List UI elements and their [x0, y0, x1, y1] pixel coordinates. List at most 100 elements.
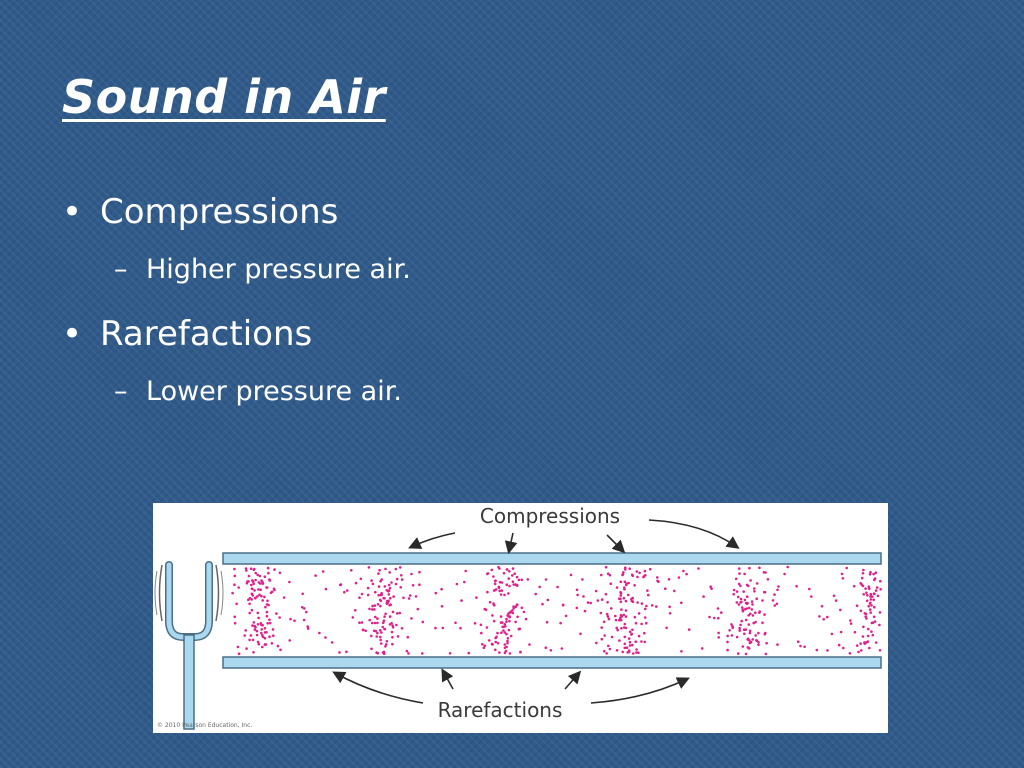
air-particle	[324, 587, 328, 591]
air-particle	[624, 599, 628, 603]
bullet-list: • Compressions – Higher pressure air. • …	[62, 192, 962, 436]
air-particle	[534, 592, 537, 596]
air-particle	[600, 637, 604, 641]
air-particle	[878, 623, 881, 627]
air-particle	[507, 577, 511, 580]
air-particle	[440, 587, 443, 591]
air-particle	[245, 647, 248, 650]
air-particle	[522, 610, 526, 614]
compressions-label: Compressions	[480, 504, 620, 528]
air-particle	[740, 606, 744, 609]
tuning-fork-icon	[154, 561, 224, 730]
air-particle	[526, 578, 530, 581]
air-particle	[498, 580, 502, 584]
air-particle	[463, 580, 466, 584]
air-particle	[625, 646, 629, 649]
air-particle	[267, 603, 270, 607]
air-particle	[852, 584, 856, 588]
air-particle	[384, 612, 387, 616]
air-particle	[251, 587, 254, 591]
air-particle	[400, 574, 403, 577]
air-particle	[398, 611, 402, 615]
compression-arrows	[408, 519, 740, 555]
air-particle	[467, 651, 471, 655]
air-particle	[459, 626, 462, 630]
air-particle	[260, 594, 263, 598]
air-particle	[826, 615, 829, 619]
air-particle	[502, 571, 506, 575]
air-particle	[861, 572, 865, 575]
air-particle	[736, 652, 740, 655]
air-particle	[840, 572, 844, 576]
air-particle	[503, 651, 507, 655]
air-particle	[388, 586, 392, 590]
air-particle	[421, 652, 424, 655]
air-particle	[394, 582, 398, 586]
air-particle	[631, 628, 634, 632]
sound-wave-diagram: Compressions Rarefactions © 2010 Pearson…	[154, 504, 882, 730]
air-particle	[758, 566, 761, 570]
air-particle	[528, 643, 531, 646]
air-particle	[267, 571, 270, 575]
air-particle	[776, 588, 779, 592]
air-particle	[324, 636, 327, 639]
air-particle	[862, 568, 865, 572]
air-particle	[361, 628, 365, 632]
air-particle	[288, 580, 291, 584]
air-particle	[680, 650, 683, 653]
air-particle	[832, 594, 836, 598]
air-particle	[390, 581, 393, 584]
air-particle	[615, 586, 619, 589]
air-particle	[508, 611, 511, 614]
air-particle	[747, 623, 751, 626]
air-particle	[249, 567, 253, 570]
air-particle	[761, 599, 764, 602]
air-particle	[867, 585, 871, 588]
air-particle	[434, 626, 437, 630]
bullet-dot-icon: •	[62, 314, 83, 354]
air-particle	[867, 627, 870, 631]
air-particle	[873, 578, 876, 582]
sub-bullet-higher-pressure: – Higher pressure air.	[114, 254, 962, 294]
air-particle	[257, 616, 260, 620]
air-particle	[486, 572, 489, 576]
air-particle	[266, 599, 269, 603]
air-particle	[261, 645, 264, 649]
air-particle	[700, 647, 704, 650]
air-particle	[233, 621, 237, 625]
air-particle	[622, 596, 626, 600]
air-particle	[614, 614, 617, 618]
air-particle	[481, 643, 484, 646]
air-particle	[257, 588, 260, 591]
air-particle	[376, 617, 379, 620]
air-particle	[751, 638, 754, 641]
air-particle	[830, 632, 834, 636]
air-particle	[839, 630, 843, 634]
air-particle	[373, 608, 376, 611]
air-particle	[716, 607, 720, 610]
air-particle	[633, 584, 636, 587]
air-particle	[490, 568, 494, 572]
air-particle	[289, 617, 292, 621]
air-particle	[407, 652, 410, 655]
air-particle	[360, 621, 364, 624]
air-particle	[857, 650, 860, 654]
air-particle	[268, 621, 272, 625]
air-particle	[506, 614, 509, 617]
air-particle	[371, 608, 374, 611]
air-particle	[276, 644, 280, 648]
air-particle	[383, 615, 386, 618]
air-particle	[384, 643, 388, 646]
air-particle	[418, 570, 421, 574]
air-particle	[249, 634, 253, 637]
air-particle	[640, 602, 644, 605]
air-particle	[376, 631, 379, 635]
air-particle	[876, 594, 880, 598]
air-particle	[508, 584, 511, 588]
air-particle	[864, 612, 868, 616]
air-particle	[254, 578, 257, 582]
air-particle	[735, 590, 739, 593]
air-particle	[251, 638, 255, 642]
air-particle	[383, 627, 387, 631]
air-particle	[253, 596, 257, 600]
